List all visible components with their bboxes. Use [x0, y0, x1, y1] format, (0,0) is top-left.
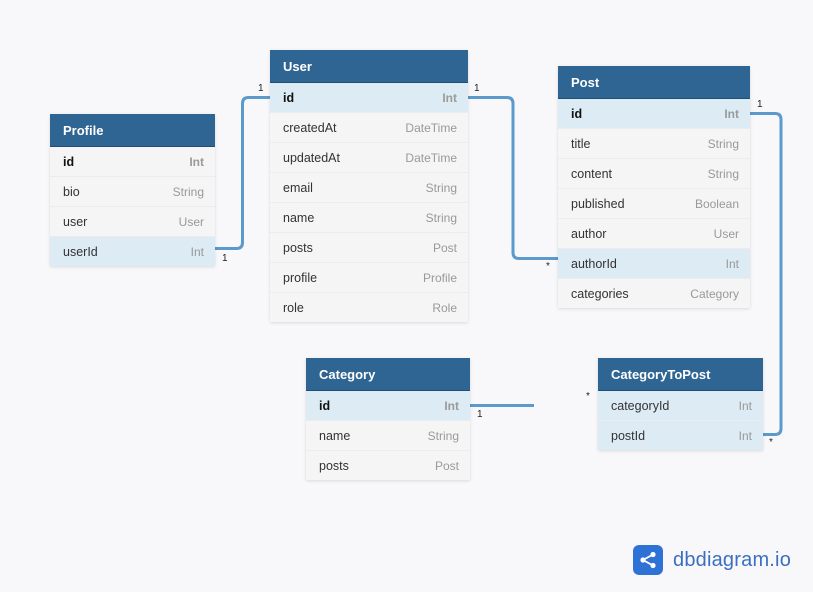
field-name: name [283, 210, 315, 225]
field-type: Int [190, 244, 204, 259]
field-row-posts[interactable]: posts Post [306, 451, 470, 480]
field-row-categoryid[interactable]: categoryId Int [598, 391, 763, 421]
field-name: posts [283, 240, 313, 255]
field-type: Post [432, 240, 457, 255]
cardinality-label: 1 [474, 82, 480, 94]
table-header[interactable]: CategoryToPost [598, 358, 763, 391]
field-type: User [178, 214, 204, 229]
field-type: Int [738, 428, 752, 443]
field-type: Category [690, 286, 739, 301]
field-row-id[interactable]: id Int [50, 147, 215, 177]
field-name: authorId [571, 256, 617, 271]
field-type: Int [738, 398, 752, 413]
field-row-createdat[interactable]: createdAt DateTime [270, 113, 468, 143]
edge-post-categorytopost[interactable] [750, 112, 783, 436]
field-name: profile [283, 270, 318, 285]
field-name: author [571, 226, 607, 241]
field-row-user[interactable]: user User [50, 207, 215, 237]
field-name: id [63, 154, 75, 169]
field-type: Int [444, 398, 459, 413]
edge-profile-user[interactable] [215, 96, 270, 250]
field-name: userId [63, 244, 98, 259]
table-header[interactable]: User [270, 50, 468, 83]
field-name: email [283, 180, 313, 195]
field-type: Post [434, 458, 459, 473]
brand-footer[interactable]: dbdiagram.io [633, 545, 791, 575]
field-row-email[interactable]: email String [270, 173, 468, 203]
field-name: id [571, 106, 583, 121]
field-type: String [425, 210, 457, 225]
field-type: Int [189, 154, 204, 169]
field-type: User [713, 226, 739, 241]
cardinality-label: 1 [757, 98, 763, 110]
field-row-postid[interactable]: postId Int [598, 421, 763, 450]
share-nodes-icon [633, 545, 663, 575]
field-row-userid[interactable]: userId Int [50, 237, 215, 266]
field-name: id [319, 398, 331, 413]
field-name: categories [571, 286, 629, 301]
field-type: String [172, 184, 204, 199]
field-name: role [283, 300, 304, 315]
field-type: Int [724, 106, 739, 121]
cardinality-label: 1 [477, 408, 483, 420]
cardinality-label: * [586, 390, 590, 402]
field-type: Int [442, 90, 457, 105]
field-name: updatedAt [283, 150, 340, 165]
field-type: String [427, 428, 459, 443]
cardinality-label: * [769, 436, 773, 448]
field-type: Boolean [694, 196, 739, 211]
field-row-title[interactable]: title String [558, 129, 750, 159]
field-row-author[interactable]: author User [558, 219, 750, 249]
field-name: posts [319, 458, 349, 473]
field-name: name [319, 428, 351, 443]
field-name: categoryId [611, 398, 670, 413]
brand-name: dbdiagram.io [673, 548, 792, 571]
field-type: DateTime [405, 120, 457, 135]
field-type: String [707, 136, 739, 151]
field-row-role[interactable]: role Role [270, 293, 468, 322]
field-row-id[interactable]: id Int [558, 99, 750, 129]
field-row-name[interactable]: name String [270, 203, 468, 233]
field-row-updatedat[interactable]: updatedAt DateTime [270, 143, 468, 173]
cardinality-label: * [546, 260, 550, 272]
field-name: user [63, 214, 88, 229]
field-row-id[interactable]: id Int [306, 391, 470, 421]
field-type: Role [432, 300, 457, 315]
cardinality-label: 1 [222, 252, 228, 264]
field-name: content [571, 166, 613, 181]
field-row-bio[interactable]: bio String [50, 177, 215, 207]
field-type: Int [725, 256, 739, 271]
field-type: DateTime [405, 150, 457, 165]
table-header[interactable]: Profile [50, 114, 215, 147]
field-row-categories[interactable]: categories Category [558, 279, 750, 308]
field-name: id [283, 90, 295, 105]
field-row-published[interactable]: published Boolean [558, 189, 750, 219]
field-type: String [707, 166, 739, 181]
field-name: postId [611, 428, 646, 443]
field-name: published [571, 196, 625, 211]
field-row-id[interactable]: id Int [270, 83, 468, 113]
field-name: bio [63, 184, 80, 199]
cardinality-label: 1 [258, 82, 264, 94]
table-header[interactable]: Post [558, 66, 750, 99]
edge-user-post[interactable] [468, 96, 558, 260]
field-row-content[interactable]: content String [558, 159, 750, 189]
table-category[interactable]: Category id Int name String posts Post [306, 358, 470, 480]
field-type: String [425, 180, 457, 195]
table-header[interactable]: Category [306, 358, 470, 391]
field-row-profile[interactable]: profile Profile [270, 263, 468, 293]
field-type: Profile [422, 270, 457, 285]
field-name: title [571, 136, 591, 151]
field-row-name[interactable]: name String [306, 421, 470, 451]
field-row-posts[interactable]: posts Post [270, 233, 468, 263]
field-row-authorid[interactable]: authorId Int [558, 249, 750, 279]
field-name: createdAt [283, 120, 337, 135]
